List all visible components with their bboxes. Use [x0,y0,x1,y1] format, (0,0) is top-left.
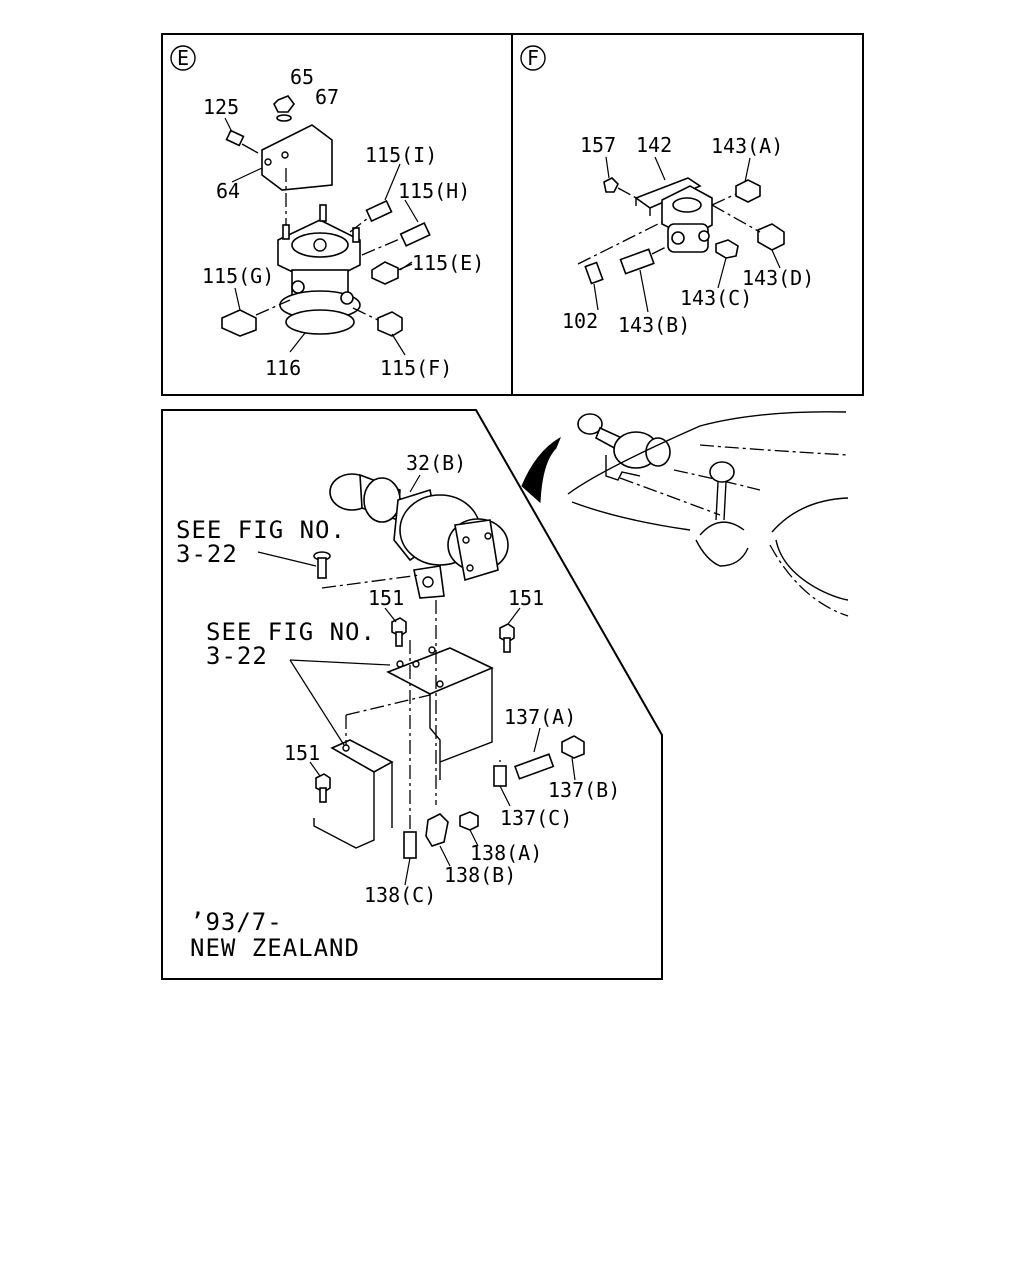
label-138a: 138(A) [470,841,542,865]
see-fig-note-1-line1: SEE FIG NO. [176,516,346,544]
footnote-region: NEW ZEALAND [190,934,360,962]
label-151a: 151 [368,586,404,610]
location-arrow [521,436,562,504]
label-32b: 32(B) [406,451,466,475]
see-fig-note-2-line1: SEE FIG NO. [206,618,376,646]
bolt-151a [391,617,407,647]
panel-main: 32(B) SEE FIG NO. 3-22 SEE FIG NO. 3-22 … [161,409,663,980]
label-115i: 115(I) [365,143,437,167]
fitting-138a [459,811,479,831]
label-67: 67 [315,85,339,109]
panel-f: F 1 [511,33,864,396]
label-65: 65 [290,65,314,89]
panel-f-marker-circle [520,45,546,71]
fitting-143a [735,179,761,203]
see-fig-note-2-line2: 3-22 [206,642,268,670]
bolt-see-fig-1 [313,551,331,579]
label-151c: 151 [284,741,320,765]
panel-e-marker: E [177,46,189,70]
fitting-138c [403,831,417,859]
bracket-lower [313,739,394,849]
label-143d: 143(D) [742,266,814,290]
bolt-151c [315,773,331,803]
bracket-upper [386,646,494,780]
label-115f: 115(F) [380,356,452,380]
panel-e: E [161,33,513,396]
label-143c: 143(C) [680,286,752,310]
fitting-143d [757,223,785,251]
fitting-115i [349,199,393,233]
footnote-date: ’93/7- [190,908,283,936]
hand-valve-32b [329,473,509,599]
valve-142 [661,185,713,253]
label-102: 102 [562,309,598,333]
label-143a: 143(A) [711,134,783,158]
fitting-137b [561,735,585,759]
label-137a: 137(A) [504,705,576,729]
panel-e-marker-circle [170,45,196,71]
label-137c: 137(C) [500,806,572,830]
nut-157 [603,177,619,193]
label-137b: 137(B) [548,778,620,802]
label-151b: 151 [508,586,544,610]
bracket-142 [634,177,702,209]
fitting-138b [425,813,449,847]
label-125: 125 [203,95,239,119]
fitting-137c [493,765,507,787]
label-157: 157 [580,133,616,157]
valve-116 [277,204,361,335]
fitting-115f [352,307,403,337]
label-142: 142 [636,133,672,157]
label-64: 64 [216,179,240,203]
fitting-115h [361,222,431,256]
label-143b: 143(B) [618,313,690,337]
label-115h: 115(H) [398,179,470,203]
bolt-151b [499,623,515,653]
label-115e: 115(E) [412,251,484,275]
label-115g: 115(G) [202,264,274,288]
bolt-102 [584,261,604,285]
bracket-plate-64 [261,124,333,191]
label-138c: 138(C) [364,883,436,907]
see-fig-note-1-line2: 3-22 [176,540,238,568]
nut-65 [273,95,295,113]
cab-context-sketch [521,411,849,617]
bolt-125 [225,129,245,147]
panel-f-marker: F [527,46,539,70]
fitting-143b [619,248,655,275]
fitting-143c [715,239,739,259]
label-116: 116 [265,356,301,380]
label-138b: 138(B) [444,863,516,887]
fitting-137a [514,753,555,780]
